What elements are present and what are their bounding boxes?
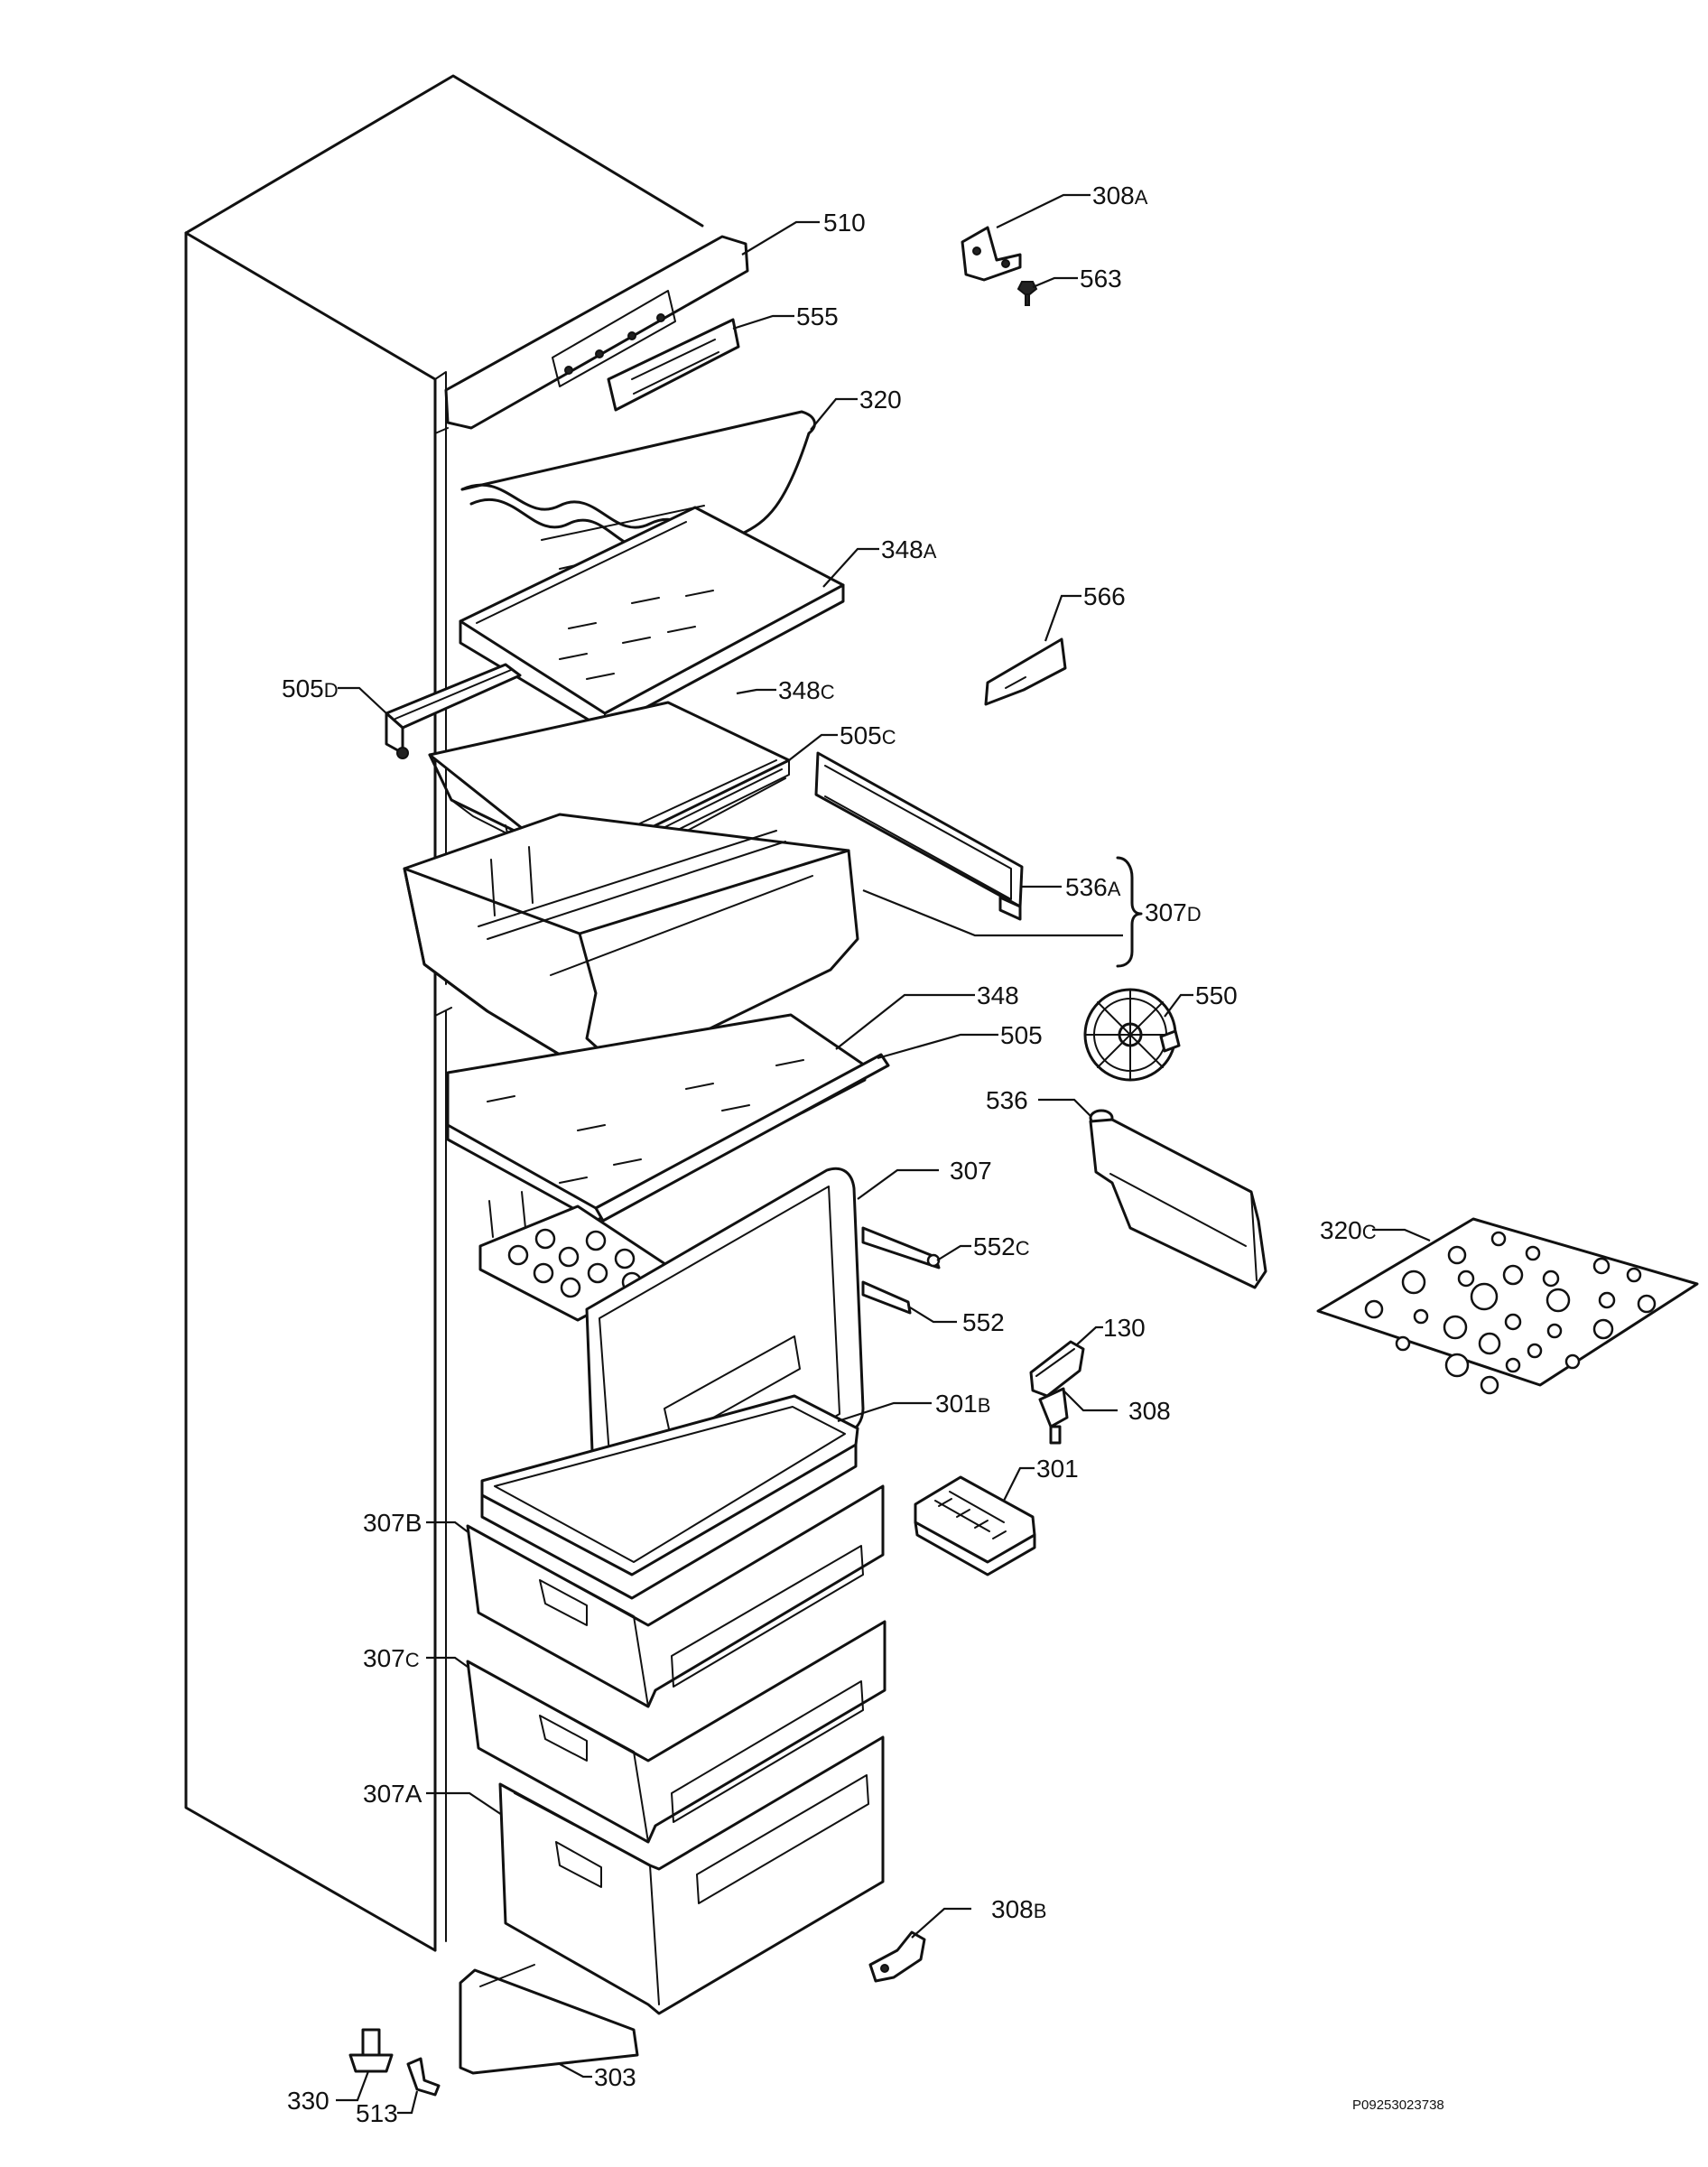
callout-555: 555	[796, 302, 839, 330]
callout-308b: 308B	[991, 1895, 1046, 1923]
callout-552c: 552C	[973, 1232, 1030, 1260]
document-code: P09253023738	[1352, 2097, 1444, 2113]
divider-plate-a	[814, 751, 1024, 921]
shelf-rail-left	[385, 663, 522, 759]
callout-505d: 505D	[282, 674, 339, 702]
callout-307d: 307D	[1145, 898, 1202, 926]
callout-348: 348	[977, 981, 1019, 1009]
screw-563	[1016, 281, 1038, 306]
callout-301: 301	[1036, 1455, 1079, 1483]
ice-tray-frame	[480, 1394, 859, 1600]
callout-536: 536	[986, 1086, 1028, 1114]
clip-513	[406, 2057, 441, 2097]
ice-cube-tray	[914, 1475, 1036, 1576]
crisper-bin	[403, 813, 859, 1073]
drawer-lower	[498, 1735, 885, 2015]
bottom-hinge	[868, 1930, 926, 1983]
callout-510: 510	[823, 209, 866, 237]
callout-348c: 348C	[778, 676, 835, 704]
callout-552: 552	[962, 1308, 1005, 1336]
callout-566: 566	[1083, 582, 1126, 610]
callout-348a: 348A	[881, 535, 937, 563]
callout-303: 303	[594, 2063, 636, 2091]
divider-plate	[1089, 1109, 1267, 1289]
lower-glass-shelf	[446, 1013, 890, 1223]
callout-505c: 505C	[840, 721, 896, 749]
clip-566	[984, 637, 1067, 706]
callout-labels: 510 308A 563 555 320 348A 566 505D 348C …	[282, 181, 1377, 2127]
callout-563: 563	[1080, 265, 1122, 293]
callout-513: 513	[356, 2099, 398, 2127]
callout-505: 505	[1000, 1021, 1043, 1049]
callout-308: 308	[1128, 1397, 1171, 1425]
grille-plate	[1316, 1217, 1699, 1395]
control-panel-cover	[444, 235, 749, 430]
kick-plate	[459, 1964, 639, 2075]
leader-lines	[336, 193, 1431, 2115]
cabinet-body	[184, 74, 704, 1952]
callout-308a: 308A	[1092, 181, 1148, 209]
drawer-upper	[466, 1484, 885, 1708]
callout-301b: 301B	[935, 1390, 990, 1418]
callout-307b: 307B	[363, 1509, 422, 1537]
bracket-307d	[1116, 856, 1143, 968]
callout-320c: 320C	[1320, 1216, 1377, 1244]
callout-130: 130	[1103, 1314, 1146, 1342]
adjustable-foot	[348, 2028, 394, 2073]
callout-307c: 307C	[363, 1644, 420, 1672]
panel-bracket	[607, 318, 740, 412]
support-rods	[861, 1226, 941, 1315]
callout-330: 330	[287, 2087, 330, 2115]
callout-536a: 536A	[1065, 873, 1121, 901]
callout-307: 307	[950, 1157, 992, 1185]
callout-320: 320	[859, 386, 902, 414]
fan-wheel	[1083, 988, 1181, 1082]
callout-550: 550	[1195, 981, 1238, 1009]
callout-307a: 307A	[363, 1780, 422, 1808]
drawer-middle	[466, 1620, 886, 1844]
top-hinge	[961, 226, 1022, 282]
middle-hinge	[1029, 1340, 1085, 1445]
